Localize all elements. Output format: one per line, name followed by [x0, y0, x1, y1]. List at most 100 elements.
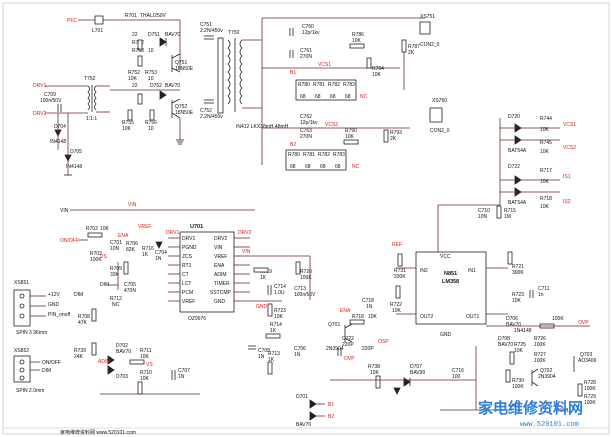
svg-text:R709: R709	[110, 266, 122, 272]
svg-text:B2: B2	[328, 414, 334, 420]
svg-text:33K: 33K	[110, 272, 120, 278]
svg-text:R715: R715	[504, 208, 516, 214]
svg-text:C704: C704	[155, 250, 167, 256]
upper-right-section: C760 12p/1kv C761 270N VCS1 B1 R786 10K …	[261, 14, 450, 171]
svg-text:R729: R729	[584, 394, 596, 400]
svg-text:1:1:1: 1:1:1	[86, 116, 97, 122]
svg-text:PFC: PFC	[67, 18, 77, 24]
svg-text:R745: R745	[540, 140, 552, 146]
svg-text:VCS2: VCS2	[325, 122, 338, 128]
svg-text:68: 68	[335, 164, 341, 170]
svg-text:ENA: ENA	[340, 308, 351, 314]
svg-text:330K: 330K	[394, 274, 406, 280]
svg-text:10K: 10K	[140, 354, 150, 360]
svg-text:270N: 270N	[300, 134, 312, 140]
svg-text:12p/1kv: 12p/1kv	[302, 30, 320, 36]
svg-text:VS: VS	[146, 362, 153, 368]
svg-text:PGND: PGND	[182, 245, 197, 251]
svg-text:DRV2: DRV2	[33, 111, 46, 117]
svg-text:SSTCMP: SSTCMP	[210, 290, 232, 296]
svg-text:1K: 1K	[142, 252, 149, 258]
svg-text:1N4148: 1N4148	[514, 328, 532, 334]
svg-text:22: 22	[132, 32, 138, 38]
svg-text:C713: C713	[294, 286, 306, 292]
svg-text:ENA: ENA	[214, 263, 225, 269]
svg-text:R728: R728	[584, 380, 596, 386]
svg-text:VIN: VIN	[214, 245, 223, 251]
svg-text:Q752: Q752	[175, 104, 187, 110]
svg-text:10K: 10K	[372, 72, 382, 78]
svg-text:1N: 1N	[294, 352, 301, 358]
svg-text:Q702: Q702	[540, 368, 552, 374]
svg-text:100n/50V: 100n/50V	[40, 98, 62, 104]
svg-text:R727: R727	[534, 352, 546, 358]
svg-text:R787: R787	[408, 44, 420, 50]
svg-text:B2: B2	[290, 142, 296, 148]
svg-text:GND: GND	[48, 302, 60, 308]
connector-xs851: XS851 SPIN 3.96mm +12V GND PIN_onoff DIM	[13, 280, 83, 336]
svg-text:R710: R710	[140, 370, 152, 376]
svg-text:R718: R718	[540, 196, 552, 202]
svg-text:D705: D705	[70, 149, 82, 155]
svg-text:www.520101.com: www.520101.com	[520, 421, 579, 429]
svg-text:10K: 10K	[540, 127, 550, 133]
svg-text:R786: R786	[352, 32, 364, 38]
svg-text:10K: 10K	[540, 149, 550, 155]
svg-text:10K: 10K	[140, 376, 150, 382]
svg-text:22: 22	[132, 83, 138, 89]
svg-text:R738: R738	[368, 364, 380, 370]
svg-text:DIM: DIM	[100, 282, 109, 288]
right-diode-section: D720 BAT54A R744 10K R745 10K VCS1 VCS2 …	[437, 114, 576, 260]
svg-text:C711: C711	[538, 286, 550, 292]
svg-text:18N50E: 18N50E	[175, 66, 194, 72]
svg-text:DRV2: DRV2	[238, 230, 251, 236]
svg-text:D704: D704	[54, 124, 66, 130]
t752-transformer: T752 1:1:1 DRV1 DRV2 C709 100n/50V D704 …	[33, 76, 110, 176]
svg-text:U701: U701	[190, 224, 203, 230]
svg-text:10K: 10K	[122, 126, 132, 132]
svg-text:R721: R721	[512, 264, 524, 270]
svg-text:C761: C761	[300, 48, 312, 54]
svg-text:10K: 10K	[392, 308, 402, 314]
svg-text:家电维修资料网: 家电维修资料网	[478, 399, 583, 417]
svg-text:300K: 300K	[512, 270, 524, 276]
svg-text:10K: 10K	[540, 179, 550, 185]
svg-text:68: 68	[345, 94, 351, 100]
svg-text:B1: B1	[328, 402, 334, 408]
svg-text:10K: 10K	[540, 204, 550, 210]
svg-text:IN2: IN2	[420, 268, 428, 274]
svg-text:1K: 1K	[260, 275, 267, 281]
svg-text:68: 68	[330, 94, 336, 100]
svg-text:BAV70: BAV70	[498, 342, 513, 348]
svg-text:VIN: VIN	[60, 208, 69, 214]
svg-text:10K: 10K	[368, 314, 378, 320]
svg-text:T750: T750	[228, 30, 240, 36]
left-parts: R702 10K ON/OFF ENA C701 10N R703 100K R…	[60, 224, 200, 395]
svg-text:68: 68	[320, 164, 326, 170]
svg-text:470N: 470N	[124, 288, 136, 294]
svg-text:IS2: IS2	[563, 199, 571, 205]
svg-text:R782: R782	[328, 82, 340, 88]
svg-text:IN1: IN1	[468, 268, 476, 274]
svg-text:BAT54A: BAT54A	[508, 148, 527, 154]
svg-text:220P: 220P	[342, 342, 354, 348]
svg-text:ON/OFF: ON/OFF	[42, 360, 61, 366]
svg-text:ADIM: ADIM	[214, 272, 227, 278]
svg-text:VREF: VREF	[214, 254, 227, 260]
svg-text:NC: NC	[352, 164, 360, 170]
svg-text:R717: R717	[540, 168, 552, 174]
svg-text:10K: 10K	[100, 226, 110, 232]
svg-text:IS1: IS1	[563, 174, 571, 180]
svg-text:68: 68	[305, 164, 311, 170]
svg-text:PIN_onoff: PIN_onoff	[48, 312, 71, 318]
svg-text:68: 68	[315, 94, 321, 100]
svg-text:OSP: OSP	[378, 339, 389, 345]
svg-text:NC: NC	[360, 94, 368, 100]
svg-text:68: 68	[300, 94, 306, 100]
svg-text:10K: 10K	[274, 314, 284, 320]
svg-text:OUT1: OUT1	[466, 314, 480, 320]
resistor-array-2: R780 R781 R782 R783 68 68 68 68 NC	[285, 149, 360, 171]
svg-text:1N: 1N	[366, 304, 373, 310]
svg-text:T752: T752	[84, 76, 96, 82]
svg-text:10K: 10K	[512, 298, 522, 304]
